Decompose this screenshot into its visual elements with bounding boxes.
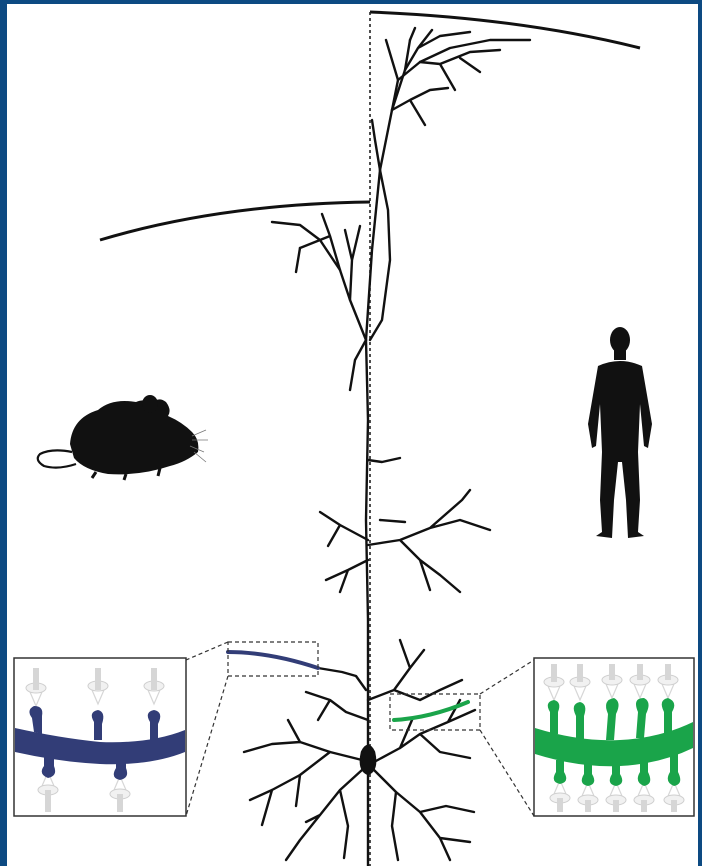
mouse-dendrite-inset bbox=[14, 658, 186, 816]
zoom-connectors bbox=[186, 642, 534, 816]
human-dendrite-inset bbox=[534, 658, 694, 816]
mouse-dendrite-segment bbox=[228, 652, 318, 668]
pyramidal-neuron bbox=[244, 28, 530, 866]
mouse-silhouette-icon bbox=[38, 395, 208, 480]
human-silhouette-icon bbox=[588, 327, 652, 538]
mouse-zoom-box bbox=[228, 642, 318, 676]
